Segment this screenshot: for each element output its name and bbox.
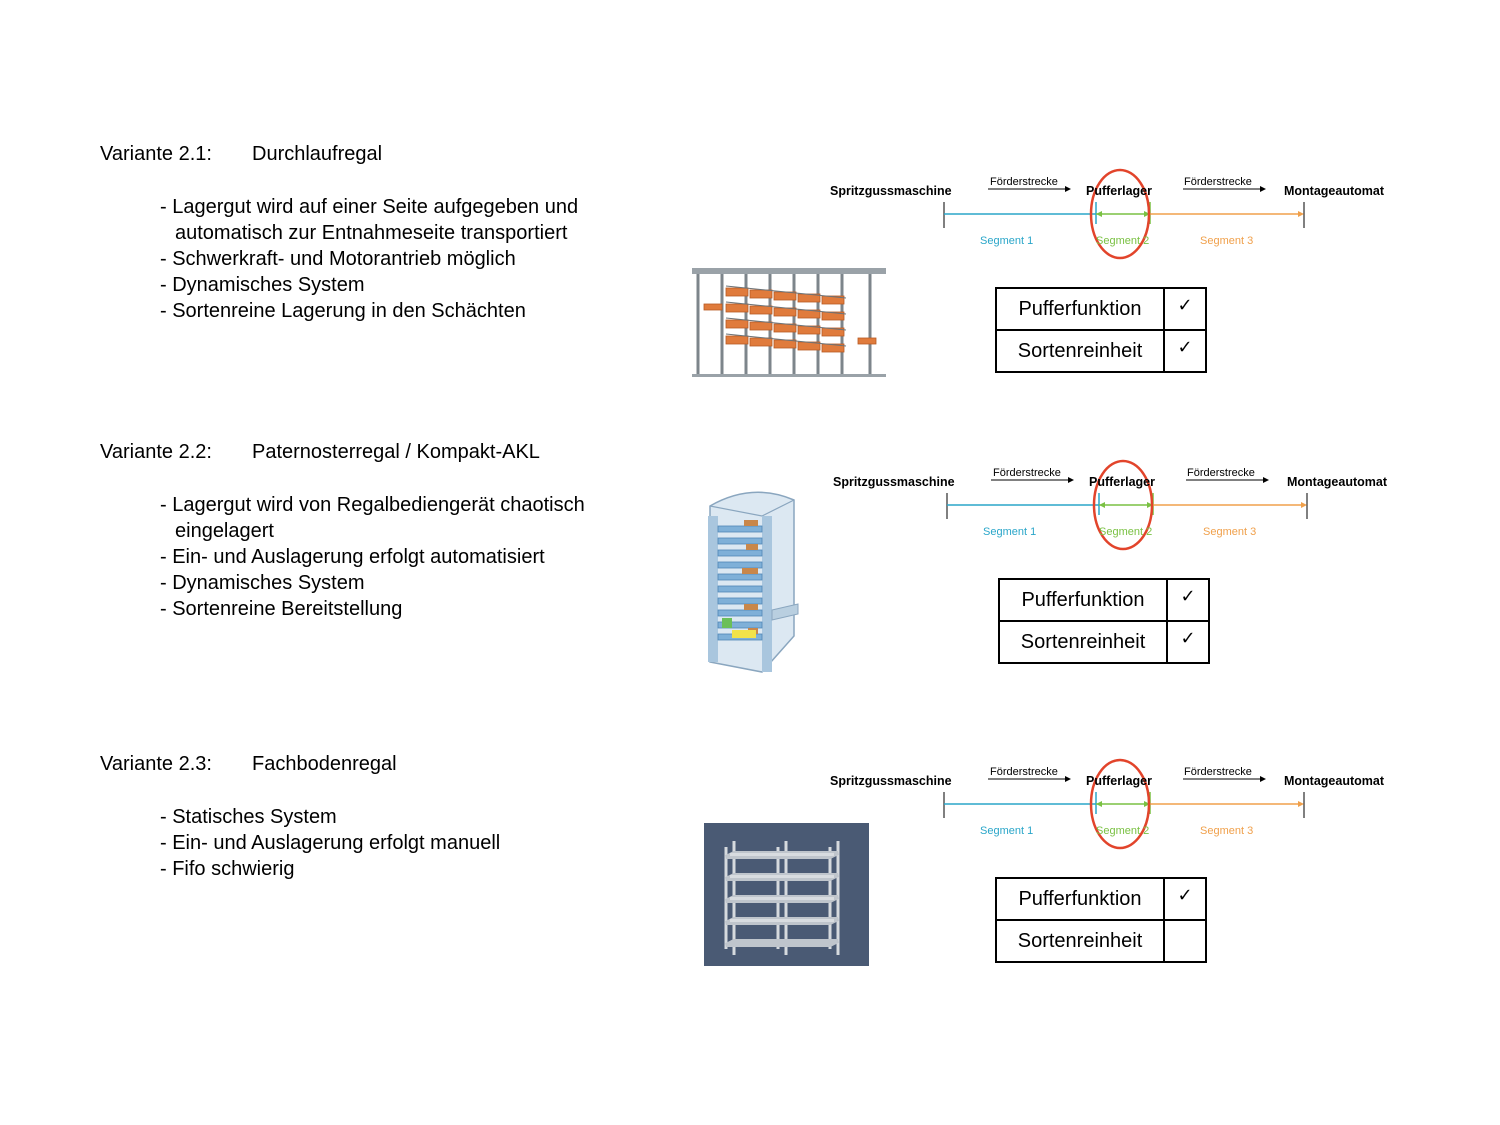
segment-2-label: Segment 2: [1096, 825, 1149, 837]
criterion-cell: Sortenreinheit: [998, 620, 1168, 664]
buffer-label: Pufferlager: [1089, 475, 1155, 489]
criterion-cell: Pufferfunktion: [995, 877, 1165, 921]
variant-title: Variante 2.3: Fachbodenregal: [100, 753, 397, 776]
check-mark-cell: ✓: [1163, 877, 1207, 921]
check-mark-cell: ✓: [1166, 578, 1210, 622]
variant-name: Durchlaufregal: [252, 143, 383, 165]
variant-bullet-list: Lagergut wird von Regalbediengerät chaot…: [160, 492, 585, 622]
assembly-label: Montageautomat: [1287, 475, 1388, 489]
variant-label: Variante 2.2:: [100, 441, 212, 463]
variant-title: Variante 2.2: Paternosterregal / Kompakt-…: [100, 441, 540, 464]
criterion-cell: Sortenreinheit: [995, 329, 1165, 373]
assembly-label: Montageautomat: [1284, 184, 1385, 198]
conveyor-label: Förderstrecke: [1187, 467, 1255, 479]
bullet-item: Sortenreine Lagerung in den Schächten: [160, 298, 578, 324]
bullet-item: Ein- und Auslagerung erfolgt manuell: [160, 830, 500, 856]
bullet-item: Ein- und Auslagerung erfolgt automatisie…: [160, 544, 585, 570]
criterion-cell: Sortenreinheit: [995, 919, 1165, 963]
conveyor-label: Förderstrecke: [1184, 766, 1252, 778]
table-row: Pufferfunktion ✓: [998, 578, 1210, 622]
criteria-table: Pufferfunktion ✓ Sortenreinheit ✓: [998, 578, 1210, 664]
bullet-item: Lagergut wird von Regalbediengerät chaot…: [160, 492, 585, 518]
buffer-label: Pufferlager: [1086, 184, 1152, 198]
process-diagram: Spritzgussmaschine Förderstrecke Pufferl…: [828, 168, 1408, 272]
segment-1-label: Segment 1: [983, 526, 1036, 538]
segment-3-label: Segment 3: [1203, 526, 1256, 538]
variant-bullet-list: Statisches System Ein- und Auslagerung e…: [160, 804, 500, 882]
variant-title: Variante 2.1: Durchlaufregal: [100, 143, 382, 166]
table-row: Pufferfunktion ✓: [995, 877, 1207, 921]
variant-label: Variante 2.1:: [100, 143, 212, 165]
variant-name: Fachbodenregal: [252, 753, 397, 775]
conveyor-label: Förderstrecke: [990, 766, 1058, 778]
bullet-item: Schwerkraft- und Motorantrieb möglich: [160, 246, 578, 272]
segment-2-label: Segment 2: [1099, 526, 1152, 538]
table-row: Sortenreinheit ✓: [995, 329, 1207, 373]
check-mark-cell: ✓: [1163, 287, 1207, 331]
machine-label: Spritzgussmaschine: [830, 774, 952, 788]
process-diagram: Spritzgussmaschine Förderstrecke Pufferl…: [828, 758, 1408, 862]
machine-label: Spritzgussmaschine: [833, 475, 955, 489]
bullet-item: Fifo schwierig: [160, 856, 500, 882]
paternoster-image: [702, 486, 802, 674]
table-row: Sortenreinheit: [995, 919, 1207, 963]
variant-name: Paternosterregal / Kompakt-AKL: [252, 441, 540, 463]
flow-rack-image: [690, 266, 888, 380]
conveyor-label: Förderstrecke: [993, 467, 1061, 479]
table-row: Sortenreinheit ✓: [998, 620, 1210, 664]
criteria-table: Pufferfunktion ✓ Sortenreinheit ✓: [995, 287, 1207, 373]
criteria-table: Pufferfunktion ✓ Sortenreinheit: [995, 877, 1207, 963]
table-row: Pufferfunktion ✓: [995, 287, 1207, 331]
bullet-item: Dynamisches System: [160, 570, 585, 596]
check-mark-cell: ✓: [1163, 329, 1207, 373]
conveyor-label: Förderstrecke: [990, 176, 1058, 188]
assembly-label: Montageautomat: [1284, 774, 1385, 788]
bullet-item: Dynamisches System: [160, 272, 578, 298]
check-mark-cell: [1163, 919, 1207, 963]
bullet-continuation: automatisch zur Entnahmeseite transporti…: [175, 222, 568, 244]
bullet-item: Lagergut wird auf einer Seite aufgegeben…: [160, 194, 578, 220]
criterion-cell: Pufferfunktion: [998, 578, 1168, 622]
bullet-item: Statisches System: [160, 804, 500, 830]
segment-3-label: Segment 3: [1200, 235, 1253, 247]
segment-1-label: Segment 1: [980, 235, 1033, 247]
segment-3-label: Segment 3: [1200, 825, 1253, 837]
process-diagram: Spritzgussmaschine Förderstrecke Pufferl…: [831, 459, 1411, 563]
conveyor-label: Förderstrecke: [1184, 176, 1252, 188]
machine-label: Spritzgussmaschine: [830, 184, 952, 198]
buffer-label: Pufferlager: [1086, 774, 1152, 788]
segment-2-label: Segment 2: [1096, 235, 1149, 247]
shelf-rack-image: [704, 823, 869, 966]
segment-1-label: Segment 1: [980, 825, 1033, 837]
bullet-item: Sortenreine Bereitstellung: [160, 596, 585, 622]
variant-label: Variante 2.3:: [100, 753, 212, 775]
bullet-continuation: eingelagert: [175, 520, 274, 542]
variant-bullet-list: Lagergut wird auf einer Seite aufgegeben…: [160, 194, 578, 324]
check-mark-cell: ✓: [1166, 620, 1210, 664]
criterion-cell: Pufferfunktion: [995, 287, 1165, 331]
